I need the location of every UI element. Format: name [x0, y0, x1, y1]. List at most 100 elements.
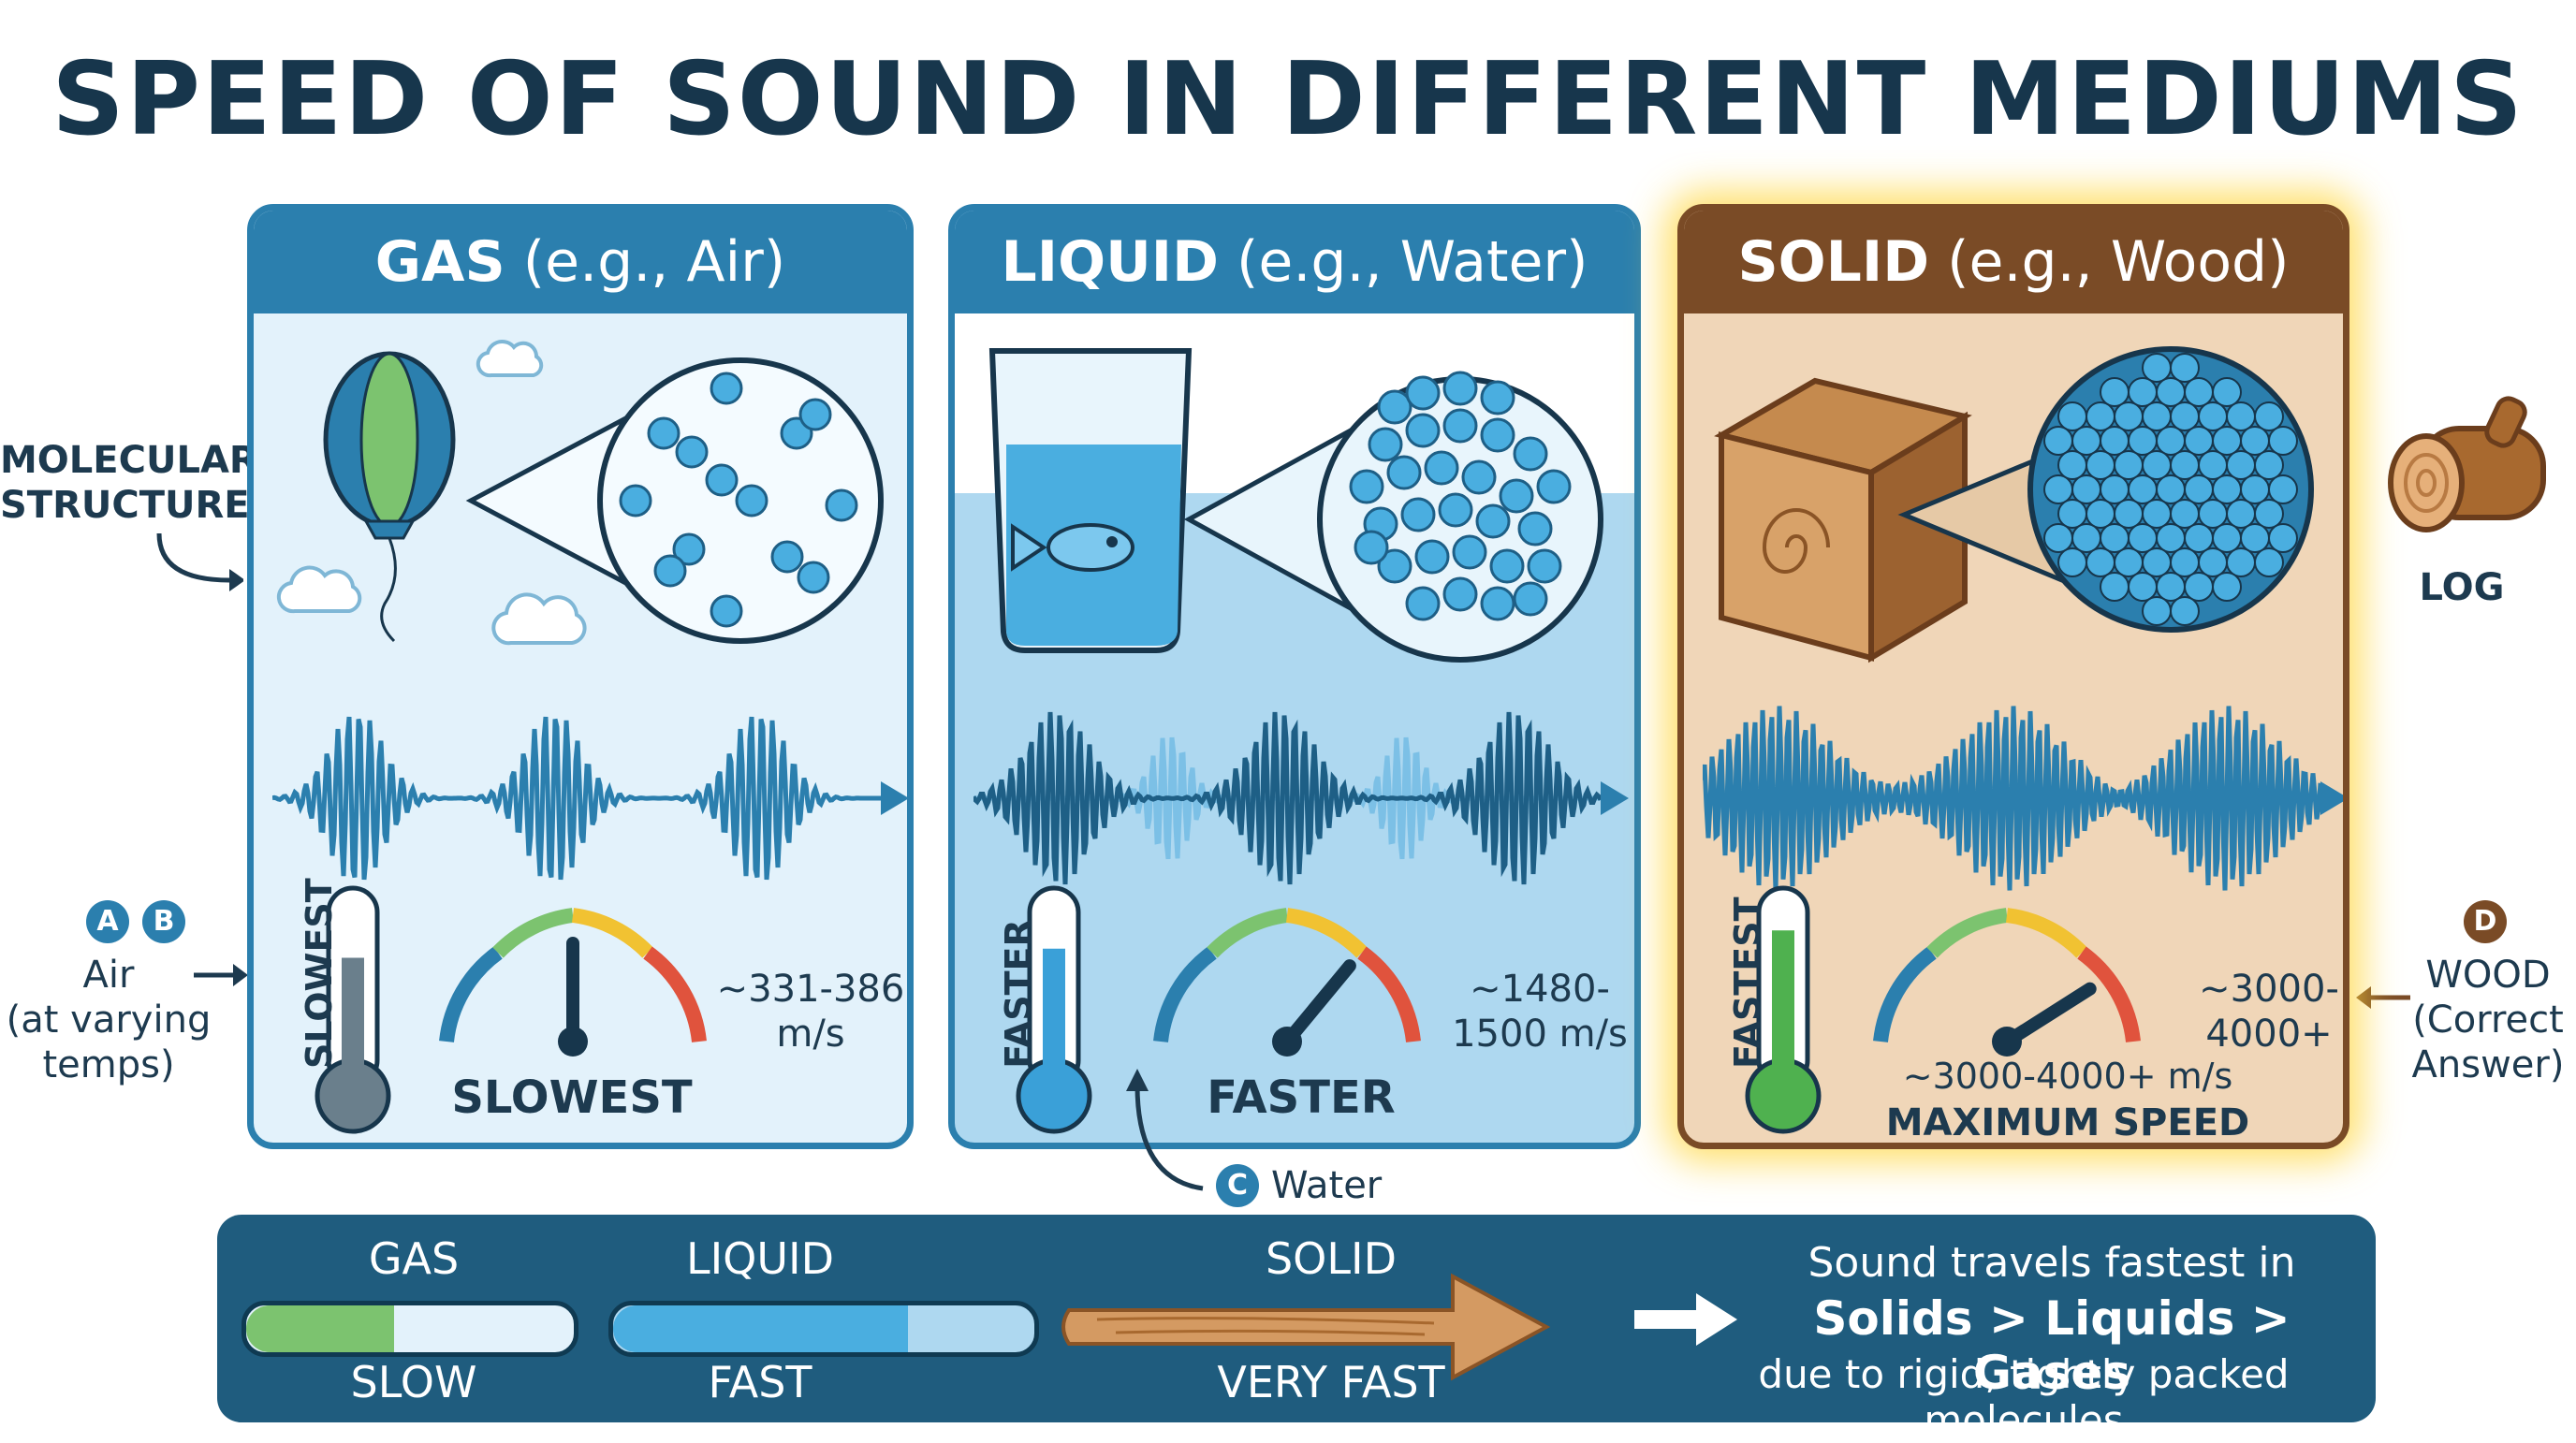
solid-molecule	[2100, 377, 2130, 407]
solid-sound-wave	[1703, 706, 2343, 891]
liquid-speed-line1: ~1480-	[1470, 968, 1610, 1011]
solid-state: SOLID	[1737, 229, 1930, 295]
solid-wood-arrow-icon	[1061, 1273, 1551, 1381]
solid-molecule	[2114, 401, 2144, 431]
gas-state: GAS	[374, 229, 505, 295]
solid-molecule	[2212, 523, 2242, 553]
wood-block-icon	[1714, 377, 1972, 663]
liquid-molecule	[1480, 586, 1515, 621]
solid-molecule	[2086, 499, 2115, 529]
solid-molecule	[2184, 474, 2214, 504]
solid-molecule	[2226, 450, 2256, 480]
gas-speed-value: ~331-386 m/s	[712, 967, 907, 1057]
liquid-speed-word: FASTER	[1207, 1071, 1396, 1124]
liquid-molecule	[1480, 417, 1515, 453]
bottom-liquid-speed: FAST	[708, 1357, 812, 1407]
solid-molecule	[2142, 547, 2172, 577]
summary-arrow-icon	[1634, 1293, 1737, 1346]
gas-progress-fill	[246, 1305, 394, 1352]
liquid-molecule	[1442, 576, 1478, 612]
air-label-line2: (at varying	[6, 998, 212, 1042]
solid-molecule	[2184, 377, 2214, 407]
gas-panel: GAS (e.g., Air) SLOWEST	[247, 204, 914, 1149]
solid-molecule	[2114, 547, 2144, 577]
solid-molecule	[2114, 499, 2144, 529]
fish-icon	[1011, 523, 1134, 572]
solid-molecule	[2100, 426, 2130, 456]
solid-molecular-illustration	[1714, 346, 2314, 663]
wood-label: WOOD (Correct Answer)	[2406, 953, 2570, 1087]
solid-molecule	[2057, 401, 2087, 431]
solid-molecule	[2071, 523, 2101, 553]
liquid-molecule	[1414, 539, 1450, 575]
gas-vertical-label: SLOWEST	[299, 878, 340, 1069]
air-label: Air (at varying temps)	[0, 953, 217, 1087]
gas-thermometer-icon	[315, 885, 391, 1134]
solid-molecule	[2142, 596, 2172, 626]
solid-panel: SOLID (e.g., Wood) FASTEST ~3000- 4000+ …	[1677, 204, 2349, 1149]
summary-line1: Sound travels fastest in	[1808, 1239, 2296, 1287]
liquid-molecule	[1438, 492, 1473, 528]
solid-molecule	[2156, 523, 2186, 553]
solid-molecule	[2184, 572, 2214, 602]
badge-c: C	[1216, 1164, 1259, 1207]
liquid-progress-fill	[613, 1305, 908, 1352]
solid-molecule	[2156, 474, 2186, 504]
solid-molecule	[2100, 474, 2130, 504]
solid-molecule	[2128, 377, 2158, 407]
liquid-molecule	[1452, 534, 1487, 570]
gas-speed-line2: m/s	[776, 1013, 845, 1056]
liquid-thermometer-icon	[1016, 885, 1092, 1134]
solid-molecule	[2198, 499, 2228, 529]
solid-molecule	[2057, 547, 2087, 577]
gas-speed-line1: ~331-386	[716, 968, 905, 1011]
solid-molecule	[2100, 572, 2130, 602]
solid-molecule	[2226, 401, 2256, 431]
solid-molecule	[2086, 450, 2115, 480]
air-label-line1: Air	[82, 954, 135, 997]
log-icon	[2388, 396, 2546, 532]
solid-molecule	[2254, 547, 2284, 577]
solid-molecule	[2198, 401, 2228, 431]
solid-molecule	[2254, 499, 2284, 529]
gas-progress-bar	[242, 1301, 578, 1357]
liquid-speed-gauge	[1153, 908, 1421, 1057]
solid-molecule	[2268, 474, 2298, 504]
balloon-icon	[323, 351, 456, 643]
solid-molecule	[2100, 523, 2130, 553]
liquid-molecule	[1513, 581, 1548, 617]
summary-bar: GAS SLOW LIQUID FAST SOLID VERY FAST Sou…	[217, 1215, 2376, 1443]
molecular-label-line2: STRUCTURE	[0, 484, 250, 527]
liquid-panel-header: LIQUID (e.g., Water)	[955, 211, 1634, 313]
solid-molecule	[2212, 474, 2242, 504]
liquid-molecule	[1400, 497, 1436, 532]
beaker-icon	[988, 348, 1193, 653]
liquid-molecule	[1424, 450, 1459, 486]
liquid-molecule	[1386, 455, 1422, 490]
liquid-molecule	[1349, 469, 1384, 504]
solid-molecule	[2142, 353, 2172, 383]
bottom-gas-label: GAS	[368, 1233, 460, 1284]
solid-molecule	[2043, 523, 2073, 553]
liquid-molecule	[1527, 548, 1562, 584]
liquid-molecule	[1517, 511, 1553, 547]
bottom-gas-speed: SLOW	[350, 1357, 477, 1407]
solid-molecule	[2086, 401, 2115, 431]
liquid-molecule	[1405, 586, 1441, 621]
liquid-molecular-illustration	[988, 348, 1603, 663]
solid-molecule	[2156, 572, 2186, 602]
solid-molecule	[2212, 377, 2242, 407]
solid-thermometer-icon	[1745, 885, 1822, 1134]
solid-panel-header: SOLID (e.g., Wood)	[1684, 211, 2343, 313]
liquid-molecule	[1489, 548, 1525, 584]
solid-molecule	[2240, 523, 2270, 553]
wood-label-line2: (Correct	[2412, 998, 2564, 1042]
summary-line3: due to rigid, tightly packed molecules	[1758, 1351, 2290, 1443]
solid-molecule	[2254, 401, 2284, 431]
log-label: LOG	[2419, 566, 2505, 609]
solid-molecule	[2170, 450, 2200, 480]
water-callout-arrow-icon	[1126, 1069, 1204, 1191]
solid-molecule	[2057, 450, 2087, 480]
solid-molecule	[2170, 547, 2200, 577]
cloud-icons	[276, 340, 587, 646]
